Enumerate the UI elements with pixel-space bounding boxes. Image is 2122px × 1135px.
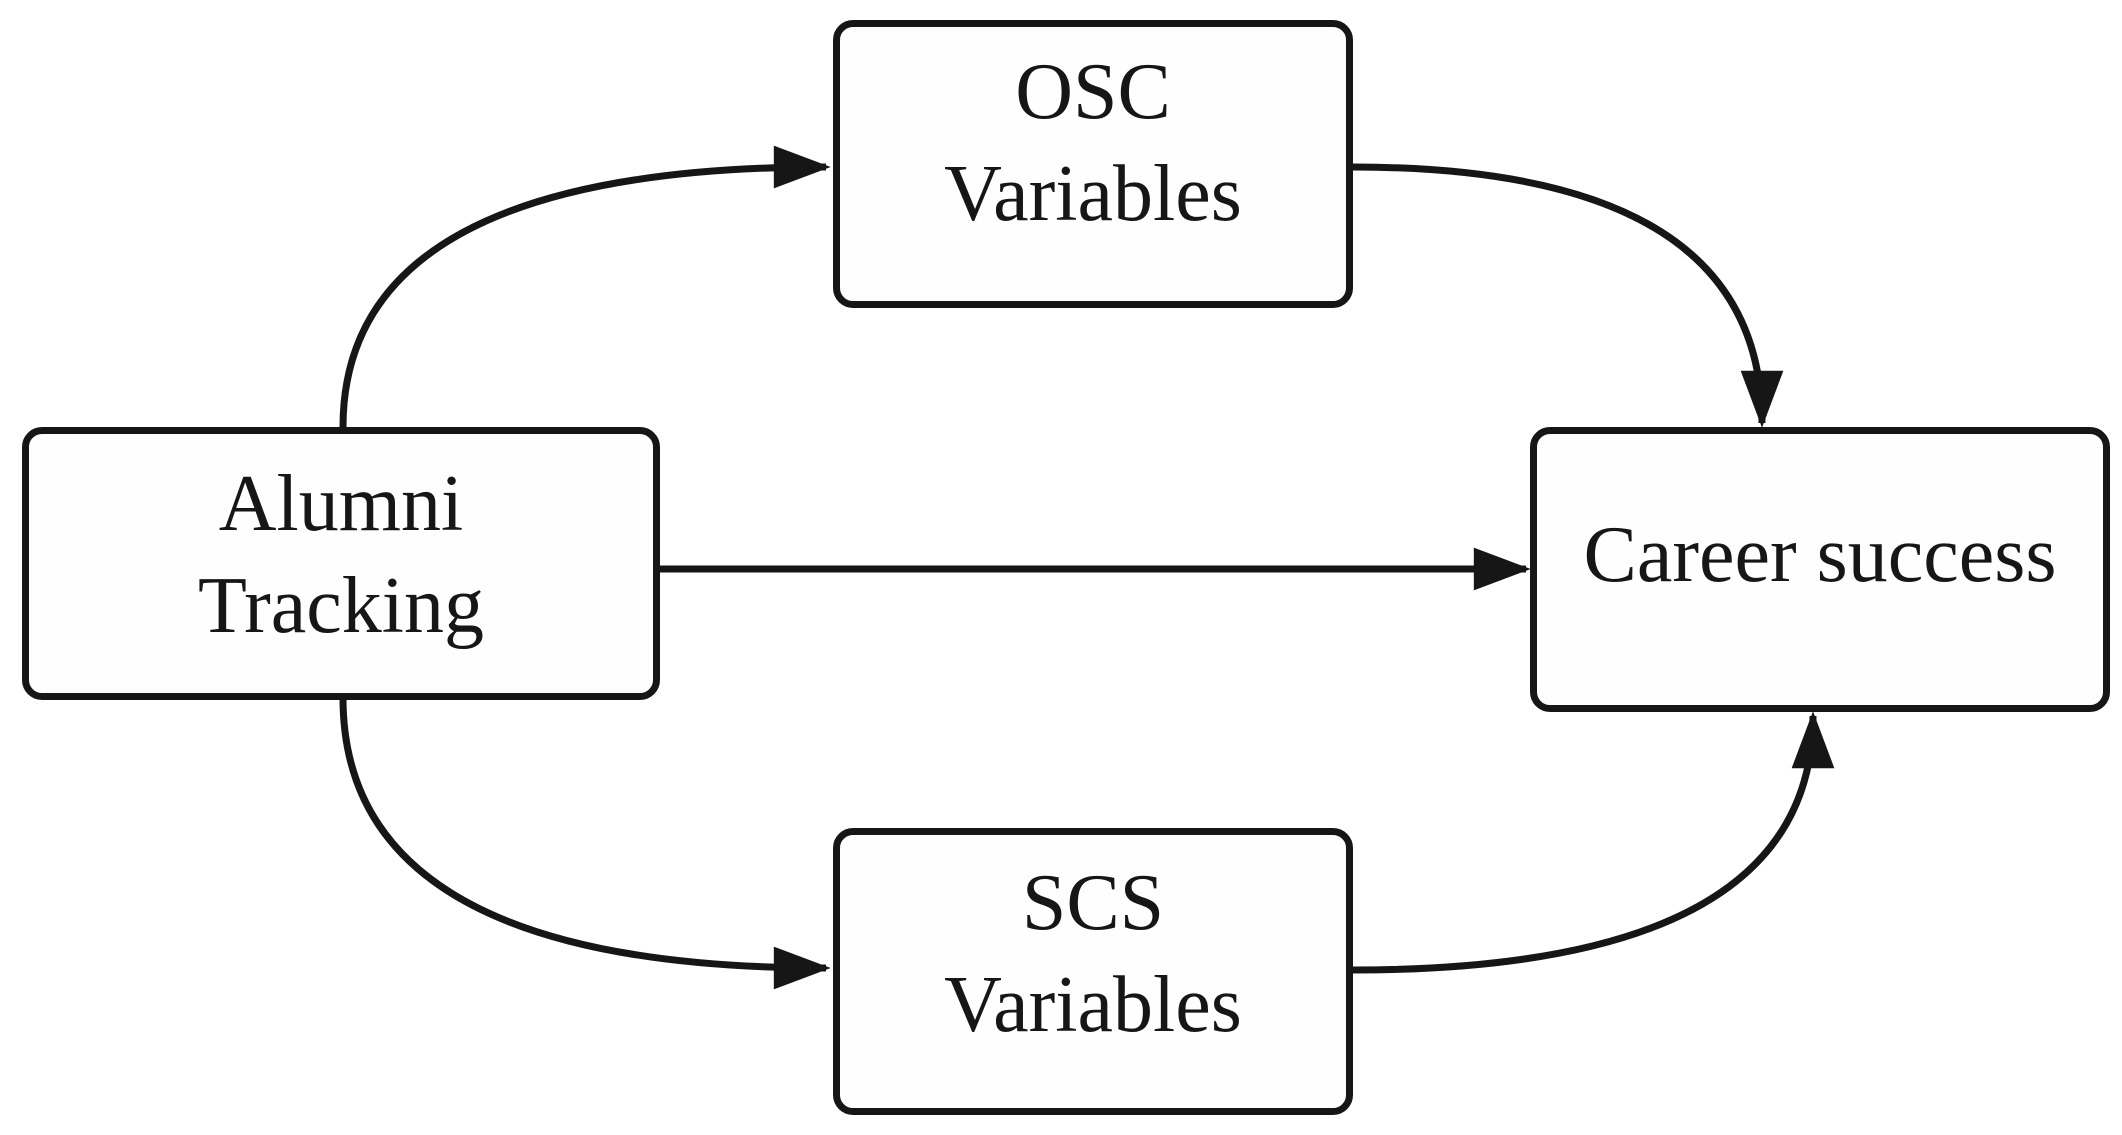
edge-scs-to-career-arrow [1352,711,1835,974]
node-label-line: Variables [944,150,1242,238]
node-alumni-tracking: Alumni Tracking [22,427,660,700]
node-label-line: Tracking [198,561,484,650]
node-scs-variables: SCS Variables [833,828,1353,1115]
edge-alumni-to-osc-arrow [339,145,831,428]
node-label-line: Career success [1583,510,2057,599]
node-osc-variables: OSC Variables [833,20,1353,308]
node-label-line: Alumni [218,459,464,548]
edge-alumni-to-scs-arrow [339,697,831,990]
edge-osc-to-career-arrow [1352,163,1784,428]
node-label-line: Variables [944,960,1242,1049]
node-label-line: SCS [1021,858,1165,947]
node-label-line: OSC [1015,48,1171,137]
node-career-success: Career success [1530,427,2110,712]
